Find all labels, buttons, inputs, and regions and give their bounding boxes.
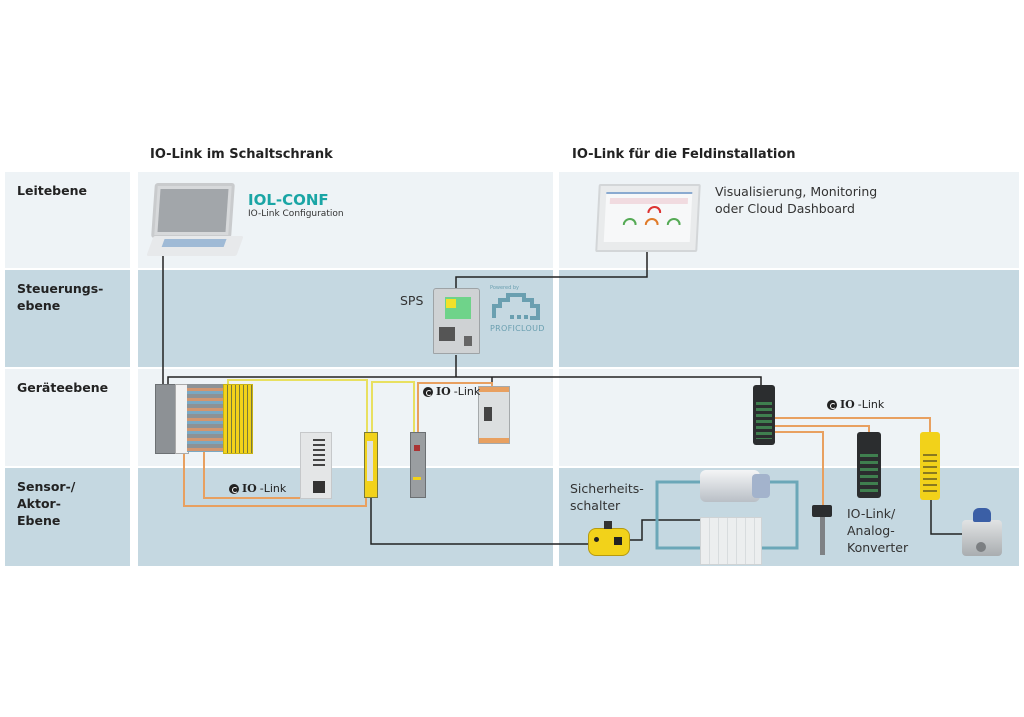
safety-switch-label: Sicherheits- schalter bbox=[570, 481, 644, 513]
bus-coupler-device bbox=[155, 384, 177, 454]
level-label-leitebene: Leitebene bbox=[5, 172, 130, 268]
io-link-icon bbox=[827, 399, 837, 410]
gauge-icon bbox=[647, 206, 662, 213]
push-button-icon bbox=[973, 508, 991, 522]
level-label-sensor-aktor: Sensor-/ Aktor- Ebene bbox=[5, 468, 130, 566]
analog-sensor-probe bbox=[820, 517, 825, 555]
motor-icon bbox=[700, 470, 770, 502]
iol-conf-title: IOL-CONF bbox=[248, 191, 329, 209]
io-link-logo: IO-Link bbox=[423, 385, 480, 398]
io-link-gateway bbox=[478, 386, 510, 444]
wire-ethernet-bus bbox=[167, 376, 762, 385]
io-link-logo: IO-Link bbox=[827, 398, 884, 411]
gauge-icon bbox=[644, 218, 659, 225]
safety-io-module bbox=[223, 384, 253, 454]
io-link-hub-black bbox=[857, 432, 881, 498]
sps-controller-device bbox=[433, 288, 480, 354]
io-link-master-cabinet bbox=[300, 432, 332, 499]
emergency-stop-box bbox=[962, 508, 1002, 556]
laptop-keyboard bbox=[146, 236, 244, 256]
safety-relay bbox=[364, 432, 378, 498]
column-title-cabinet: IO-Link im Schaltschrank bbox=[150, 147, 333, 162]
band-cabinet-steuerung bbox=[138, 270, 553, 367]
gauge-icon bbox=[666, 218, 681, 225]
level-label-geraeteebene: Geräteebene bbox=[5, 369, 130, 466]
dashboard-caption: Visualisierung, Monitoring oder Cloud Da… bbox=[715, 184, 878, 216]
io-link-icon bbox=[229, 483, 239, 494]
iol-conf-subtitle: IO-Link Configuration bbox=[248, 209, 344, 219]
io-link-icon bbox=[423, 386, 433, 397]
proficloud-powered-by: Powered by bbox=[490, 285, 519, 291]
cloud-icon bbox=[492, 293, 540, 320]
io-link-analog-converter-device bbox=[812, 505, 832, 517]
laptop-screen bbox=[151, 183, 235, 238]
gauge-icon bbox=[622, 218, 637, 225]
safety-door-icon bbox=[700, 517, 762, 565]
level-label-steuerungsebene: Steuerungs- ebene bbox=[5, 270, 130, 367]
io-module bbox=[187, 384, 205, 452]
wire-dashboard-to-sps bbox=[455, 245, 648, 292]
safety-wires bbox=[227, 379, 415, 432]
io-link-master-field bbox=[753, 385, 775, 445]
sps-label: SPS bbox=[400, 293, 424, 308]
io-link-logo: IO-Link bbox=[229, 482, 286, 495]
proficloud-name: PROFICLOUD bbox=[490, 324, 545, 333]
safety-switch-device bbox=[588, 521, 630, 556]
io-module bbox=[205, 384, 223, 452]
io-link-hub-yellow bbox=[920, 432, 940, 500]
column-title-field: IO-Link für die Feldinstallation bbox=[572, 147, 796, 162]
io-link-wires bbox=[183, 382, 931, 507]
dashboard-monitor bbox=[595, 184, 701, 252]
wire-relay-to-safety-switch bbox=[370, 495, 592, 545]
band-field-sensor bbox=[559, 468, 1019, 566]
band-field-steuerung bbox=[559, 270, 1019, 367]
converter-label: IO-Link/ Analog- Konverter bbox=[847, 506, 909, 555]
motor-starter bbox=[410, 432, 426, 498]
band-cabinet-sensor bbox=[138, 468, 553, 566]
